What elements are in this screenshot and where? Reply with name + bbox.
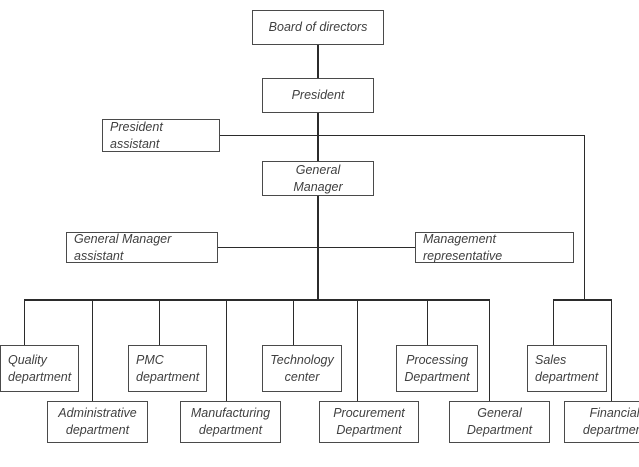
node-label-line2: department (8, 369, 72, 384)
node-quality-department[interactable]: Quality department (0, 345, 79, 392)
node-label-line1: Manufacturing (190, 406, 271, 420)
node-label-line1: Processing (406, 352, 468, 367)
node-label: President assistant (110, 119, 163, 151)
node-general-manager-assistant[interactable]: General Manager assistant (66, 232, 218, 263)
node-label-line1: Procurement (333, 406, 405, 420)
connector-president-assistant-horizontal (220, 135, 585, 136)
node-management-representative[interactable]: Management representative (415, 232, 574, 263)
connector-drop-general-department (489, 299, 490, 401)
connector-department-bus-right (553, 299, 612, 301)
node-sales-department[interactable]: Sales department (527, 345, 607, 392)
connector-drop-technology (293, 299, 294, 345)
node-label-line2: center (284, 369, 320, 384)
node-label-line1: Financial (589, 406, 639, 420)
node-label: President (291, 88, 345, 102)
connector-board-to-president (317, 45, 319, 78)
node-label: General Manager assistant (74, 231, 172, 263)
node-label-line2: Department (404, 369, 470, 384)
connector-drop-pmc (159, 299, 160, 345)
node-label-line2: department (136, 369, 200, 384)
node-label-line1: Administrative (58, 406, 137, 420)
connector-drop-administrative (92, 299, 93, 401)
connector-drop-quality (24, 299, 25, 345)
node-label-line2: department (582, 423, 639, 437)
node-president-assistant[interactable]: President assistant (102, 119, 220, 152)
connector-drop-financial (611, 299, 612, 401)
node-manufacturing-department[interactable]: Manufacturing department (180, 401, 281, 443)
connector-right-riser (584, 135, 585, 300)
node-general-manager[interactable]: General Manager (262, 161, 374, 196)
connector-department-bus-main (24, 299, 490, 301)
node-label: General Manager (293, 162, 343, 194)
connector-drop-processing (427, 299, 428, 345)
node-label-line1: General (477, 406, 522, 420)
connector-assistant-to-representative (218, 247, 415, 248)
node-label-line1: Sales (535, 352, 567, 367)
node-financial-department[interactable]: Financial department (564, 401, 639, 443)
connector-drop-procurement (357, 299, 358, 401)
node-board-of-directors[interactable]: Board of directors (252, 10, 384, 45)
node-president[interactable]: President (262, 78, 374, 113)
connector-drop-sales (553, 299, 554, 345)
node-procurement-department[interactable]: Procurement Department (319, 401, 419, 443)
node-label: Board of directors (268, 20, 368, 34)
node-technology-center[interactable]: Technology center (262, 345, 342, 392)
node-processing-department[interactable]: Processing Department (396, 345, 478, 392)
node-general-department[interactable]: General Department (449, 401, 550, 443)
node-label-line2: Department (466, 423, 533, 437)
node-label-line2: department (198, 423, 263, 437)
connector-president-to-general-manager (317, 113, 319, 161)
node-pmc-department[interactable]: PMC department (128, 345, 207, 392)
node-label-line2: department (535, 369, 599, 384)
node-label-line1: PMC (136, 352, 164, 367)
node-label-line2: department (65, 423, 130, 437)
node-label-line2: Department (336, 423, 402, 437)
node-administrative-department[interactable]: Administrative department (47, 401, 148, 443)
connector-general-manager-stem (317, 196, 319, 300)
connector-drop-manufacturing (226, 299, 227, 401)
node-label: Management representative (423, 231, 503, 263)
node-label-line1: Quality (8, 352, 47, 367)
node-label-line1: Technology (270, 352, 334, 367)
